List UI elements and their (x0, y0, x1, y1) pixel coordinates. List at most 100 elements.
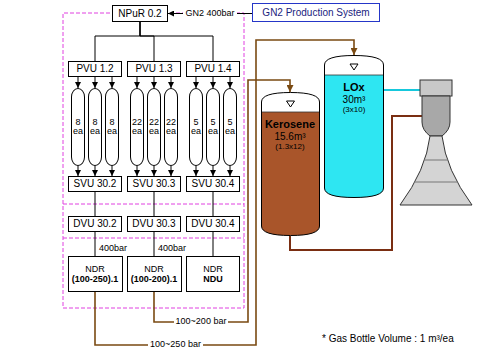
box-label: NDR (203, 264, 223, 274)
regulator-box: NDRNDU (186, 256, 240, 292)
liquid-level-line (325, 75, 383, 76)
pipe-connector (213, 77, 214, 88)
liquid-level-line (262, 112, 319, 113)
regulator-box: NDR(100-250).1 (68, 256, 123, 292)
unit-enclosure (63, 13, 244, 308)
gas-bottle: 22 ea (164, 88, 178, 166)
pipe-connector (213, 232, 214, 256)
pressure-label: 400bar (158, 243, 186, 253)
tank-border (261, 93, 319, 236)
tank-border (325, 56, 384, 198)
box-label: SVU 30.4 (192, 178, 235, 190)
nozzle-band (414, 182, 458, 183)
valve-unit-box: PVU 1.4 (186, 61, 240, 77)
box-label: Kerosene (265, 118, 315, 131)
pipe-connector (213, 166, 214, 176)
propellant-tank: Kerosene15.6m³(1.3x12) (261, 92, 320, 236)
box-label: DVU 30.4 (191, 218, 234, 230)
pipe-connector (140, 22, 154, 61)
valve-unit-box: SVU 30.3 (127, 176, 181, 192)
supply-system-box: GN2 Production System (252, 3, 380, 22)
box-label: NDR (144, 264, 164, 274)
pressure-label: 400bar (99, 243, 127, 253)
engine-chamber (422, 96, 450, 136)
pipe-connector (95, 77, 96, 88)
regulator-box: NDR(100-200).1 (127, 256, 182, 292)
pipe-connector (95, 166, 96, 176)
edge-label: 100~200 bar (174, 317, 229, 327)
pipe-connector (171, 77, 172, 88)
pipe-connector (140, 22, 213, 61)
engine-nozzle (400, 136, 472, 205)
tank-outline (324, 55, 384, 198)
propellant-tank: LOx30m³(3x10) (324, 55, 384, 198)
box-label: 5 ea (207, 118, 219, 137)
pipe-connector (78, 77, 79, 88)
pipe-connector (154, 232, 155, 256)
gas-bottle: 22 ea (147, 88, 161, 166)
box-label: 30m³ (343, 94, 366, 106)
pipe-connector (95, 232, 96, 256)
box-label: GN2 Production System (262, 7, 369, 19)
tank-outline (261, 92, 320, 236)
valve-unit-box: SVU 30.4 (186, 176, 240, 192)
box-label: 5 ea (190, 118, 202, 137)
box-label: PVU 1.3 (135, 63, 172, 75)
valve-unit-box: DVU 30.2 (68, 216, 122, 232)
tank-ullage (325, 56, 384, 198)
pipe-connector (95, 192, 96, 216)
box-label: 22 ea (148, 118, 160, 137)
tank-liquid (261, 112, 320, 236)
box-label: (100-250).1 (72, 274, 119, 284)
pipe-connector (95, 22, 140, 61)
tank-liquid (324, 75, 384, 198)
box-label: PVU 1.4 (194, 63, 231, 75)
box-label: (3x10) (343, 105, 366, 114)
box-label: (100-200).1 (131, 274, 178, 284)
gas-bottle: 8 ea (71, 88, 85, 166)
valve-unit-box: PVU 1.3 (127, 61, 181, 77)
engine-injector (420, 80, 452, 96)
edge-label: GN2 400bar (183, 9, 236, 19)
pipe-connector (171, 166, 172, 176)
gas-bottle: 8 ea (88, 88, 102, 166)
box-label: 22 ea (165, 118, 177, 137)
valve-unit-box: SVU 30.2 (68, 176, 122, 192)
gas-bottle: 22 ea (130, 88, 144, 166)
valve-unit-box: DVU 30.4 (186, 216, 240, 232)
tank-ullage (261, 93, 319, 236)
box-label: 22 ea (131, 118, 143, 137)
pipe-connector (213, 192, 214, 216)
pipe-connector (196, 77, 197, 88)
level-symbol (286, 101, 294, 107)
box-label: 15.6m³ (274, 131, 305, 143)
pipe-connector (137, 77, 138, 88)
valve-unit-box: DVU 30.3 (127, 216, 181, 232)
pipe-connector (112, 77, 113, 88)
footnote: * Gas Bottle Volume : 1 m³/ea (322, 333, 454, 345)
box-label: NDU (203, 274, 223, 284)
pipe-connector (95, 40, 354, 345)
pipe-connector (112, 166, 113, 176)
pipe-connector (154, 77, 155, 88)
pipe-connector (137, 166, 138, 176)
box-label: SVU 30.3 (133, 178, 176, 190)
box-label: PVU 1.2 (76, 63, 113, 75)
box-label: SVU 30.2 (74, 178, 117, 190)
pipe-connector (154, 192, 155, 216)
pipe-connector (78, 166, 79, 176)
box-label: NDR (85, 264, 105, 274)
edge-label: 100~250 bar (148, 340, 203, 350)
box-label: 8 ea (72, 118, 84, 137)
box-label: 8 ea (106, 118, 118, 137)
pipe-connector (230, 166, 231, 176)
gas-bottle: 8 ea (105, 88, 119, 166)
box-label: (1.3x12) (275, 142, 304, 151)
gas-bottle: 5 ea (206, 88, 220, 166)
gas-bottle: 5 ea (189, 88, 203, 166)
oxidizer-feed-line (384, 89, 420, 91)
pipe-connector (196, 166, 197, 176)
valve-unit-box: PVU 1.2 (68, 61, 122, 77)
gas-bottle: 5 ea (223, 88, 237, 166)
